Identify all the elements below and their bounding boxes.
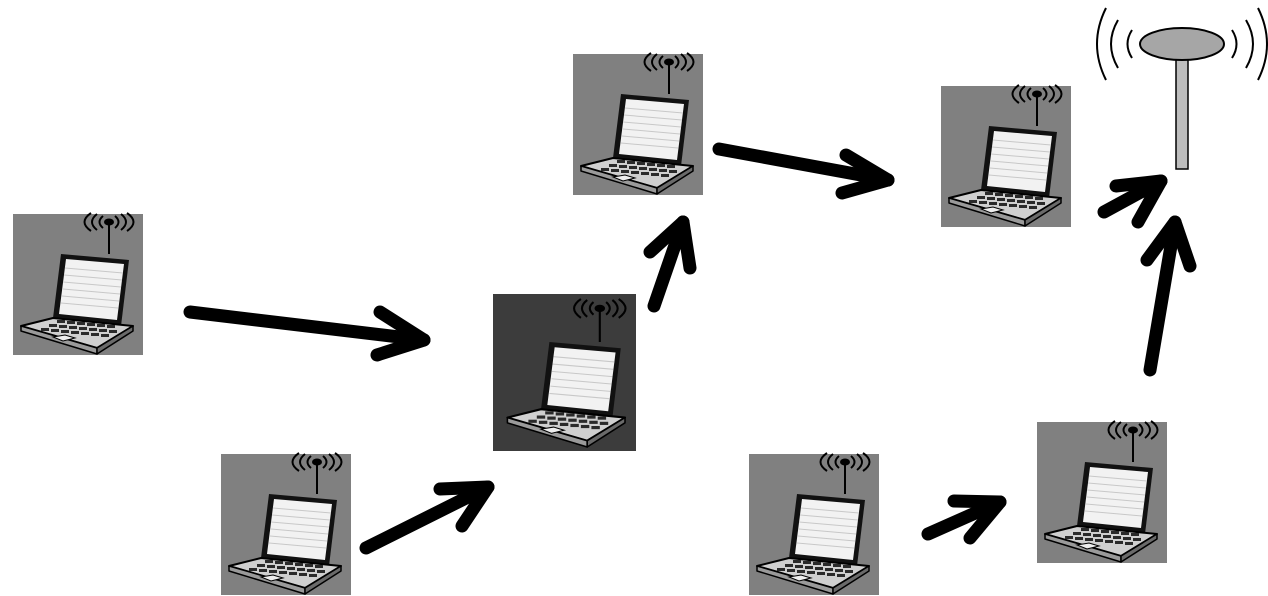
laptop-bottom-left — [221, 452, 351, 595]
laptop-left — [13, 212, 143, 355]
laptop-bottom-center — [749, 452, 879, 595]
arrow-bottom-right-to-antenna — [1140, 215, 1197, 377]
laptop-bottom-right — [1037, 420, 1167, 563]
access-point — [1096, 7, 1268, 170]
laptop-center-relay — [493, 294, 636, 451]
arrow-top-right-to-antenna — [1097, 174, 1168, 229]
arrow-left-to-relay — [183, 305, 431, 362]
laptop-top-center — [573, 52, 703, 195]
arrows — [183, 142, 1197, 555]
arrow-bottom-center-to-bottom-right — [921, 494, 1007, 545]
laptop-top-right — [941, 84, 1071, 227]
arrow-top-center-to-top-right — [712, 142, 895, 200]
arrow-bottom-left-to-relay — [359, 480, 495, 555]
arrow-relay-to-top-center — [643, 215, 697, 313]
antenna-icon — [1096, 7, 1268, 170]
